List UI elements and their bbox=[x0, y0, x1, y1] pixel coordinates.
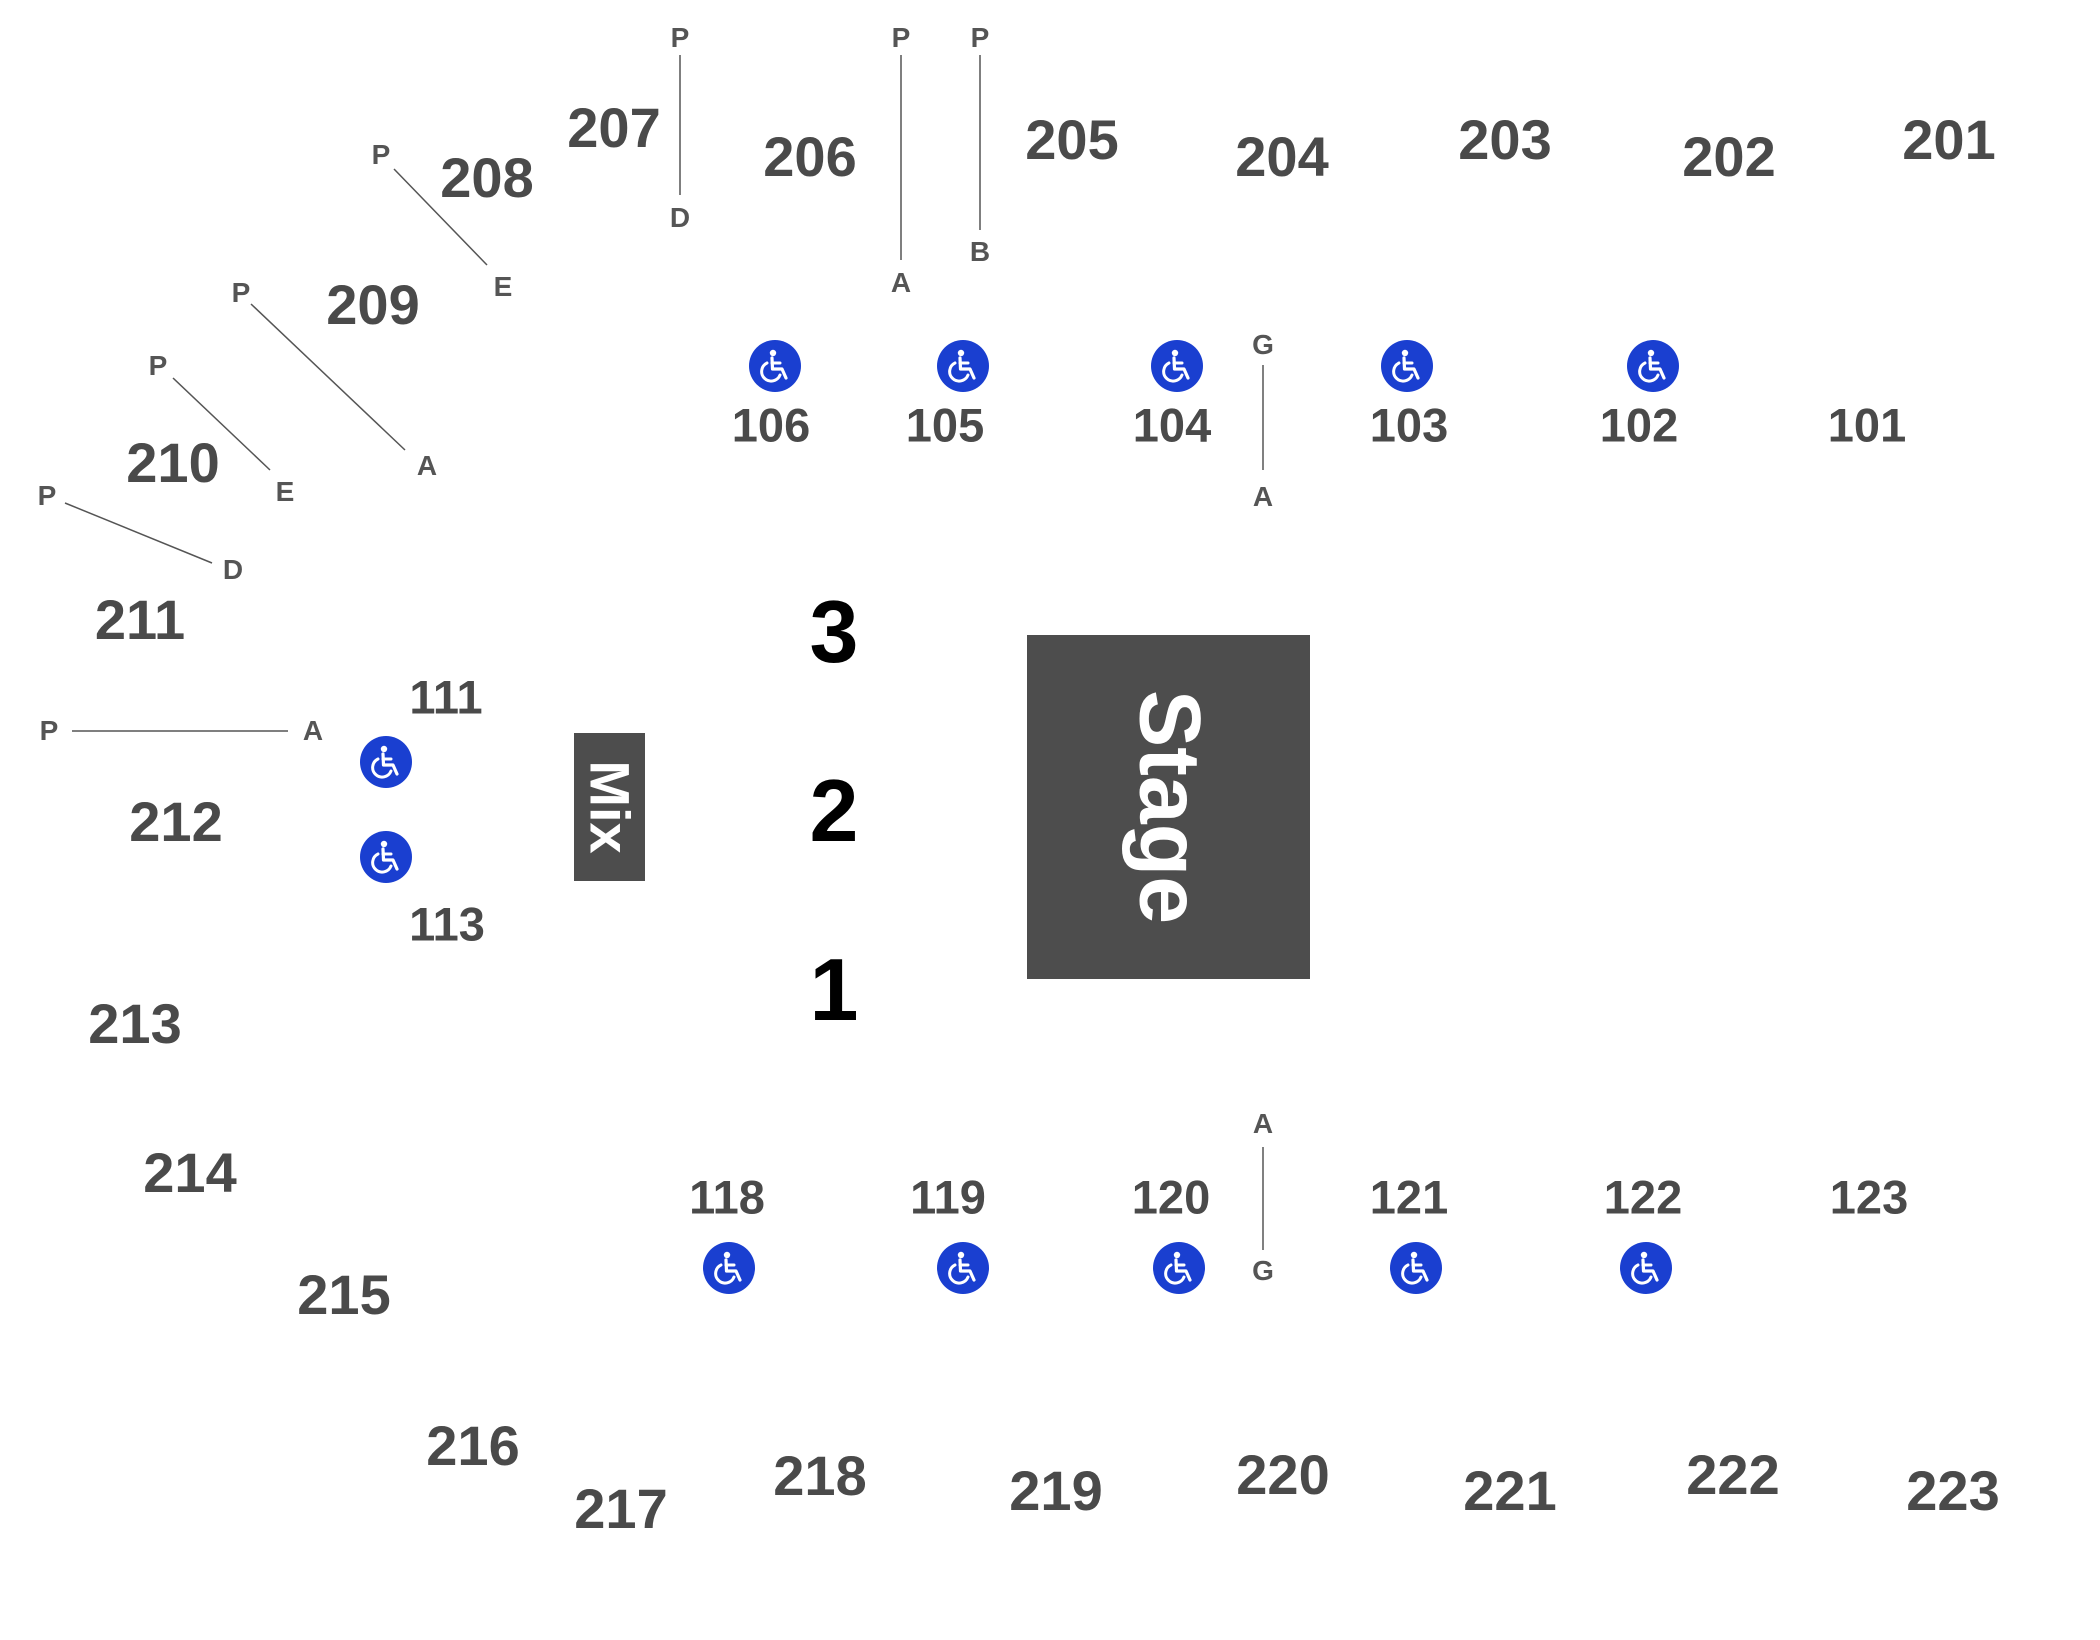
row-label-e: E bbox=[493, 271, 513, 302]
wheelchair-icon[interactable] bbox=[703, 1242, 755, 1294]
row-label-p: P bbox=[37, 480, 57, 511]
wheelchair-icon[interactable] bbox=[937, 1242, 989, 1294]
row-label-d: D bbox=[222, 554, 244, 585]
floor-zone-2[interactable]: 2 bbox=[809, 761, 859, 860]
section-206[interactable]: 206 bbox=[763, 125, 857, 188]
row-label-p: P bbox=[970, 22, 990, 53]
stage-label: Stage bbox=[1121, 689, 1217, 925]
wheelchair-icon[interactable] bbox=[749, 340, 801, 392]
section-101[interactable]: 101 bbox=[1827, 398, 1907, 452]
section-120[interactable]: 120 bbox=[1131, 1170, 1211, 1224]
wheelchair-icon[interactable] bbox=[1627, 340, 1679, 392]
section-121[interactable]: 121 bbox=[1369, 1170, 1449, 1224]
section-105[interactable]: 105 bbox=[905, 398, 985, 452]
floor-zone-1[interactable]: 1 bbox=[809, 940, 859, 1039]
wheelchair-icon[interactable] bbox=[360, 831, 412, 883]
section-212[interactable]: 212 bbox=[129, 790, 223, 853]
section-213[interactable]: 213 bbox=[88, 992, 182, 1055]
row-label-p: P bbox=[231, 277, 251, 308]
section-208[interactable]: 208 bbox=[440, 146, 534, 209]
row-label-p: P bbox=[371, 139, 391, 170]
section-123[interactable]: 123 bbox=[1829, 1170, 1909, 1224]
section-221[interactable]: 221 bbox=[1463, 1459, 1557, 1522]
section-215[interactable]: 215 bbox=[297, 1263, 391, 1326]
wheelchair-icon[interactable] bbox=[1381, 340, 1433, 392]
section-118[interactable]: 118 bbox=[689, 1170, 765, 1224]
section-204[interactable]: 204 bbox=[1235, 125, 1329, 188]
section-223[interactable]: 223 bbox=[1906, 1459, 2000, 1522]
stage: Stage bbox=[1027, 635, 1310, 979]
row-label-a: A bbox=[302, 715, 324, 746]
row-label-b: B bbox=[969, 236, 991, 267]
row-label-a: A bbox=[890, 267, 912, 298]
section-218[interactable]: 218 bbox=[773, 1444, 867, 1507]
row-label-a: A bbox=[416, 450, 438, 481]
section-214[interactable]: 214 bbox=[143, 1141, 237, 1204]
row-label-d: D bbox=[669, 202, 691, 233]
wheelchair-icon[interactable] bbox=[937, 340, 989, 392]
section-209[interactable]: 209 bbox=[326, 273, 420, 336]
section-102[interactable]: 102 bbox=[1599, 398, 1679, 452]
row-label-p: P bbox=[891, 22, 911, 53]
row-label-e: E bbox=[275, 476, 295, 507]
section-220[interactable]: 220 bbox=[1236, 1443, 1330, 1506]
section-210[interactable]: 210 bbox=[126, 431, 220, 494]
section-106[interactable]: 106 bbox=[731, 398, 811, 452]
section-113[interactable]: 113 bbox=[409, 897, 485, 951]
section-202[interactable]: 202 bbox=[1682, 125, 1776, 188]
mix-booth: Mix bbox=[574, 733, 645, 881]
section-207[interactable]: 207 bbox=[567, 96, 661, 159]
section-103[interactable]: 103 bbox=[1369, 398, 1449, 452]
row-label-p: P bbox=[148, 350, 168, 381]
wheelchair-icon[interactable] bbox=[1153, 1242, 1205, 1294]
section-104[interactable]: 104 bbox=[1132, 398, 1212, 452]
section-216[interactable]: 216 bbox=[426, 1414, 520, 1477]
row-label-a: A bbox=[1252, 481, 1274, 512]
wheelchair-icon[interactable] bbox=[1620, 1242, 1672, 1294]
mix-label: Mix bbox=[578, 760, 641, 854]
section-222[interactable]: 222 bbox=[1686, 1443, 1780, 1506]
wheelchair-icon[interactable] bbox=[1151, 340, 1203, 392]
section-203[interactable]: 203 bbox=[1458, 108, 1552, 171]
wheelchair-icon[interactable] bbox=[360, 736, 412, 788]
section-122[interactable]: 122 bbox=[1603, 1170, 1683, 1224]
row-label-g: G bbox=[1252, 329, 1274, 360]
row-label-p: P bbox=[670, 22, 690, 53]
section-119[interactable]: 119 bbox=[910, 1170, 986, 1224]
row-label-p: P bbox=[39, 715, 59, 746]
section-211[interactable]: 211 bbox=[94, 588, 186, 651]
section-111[interactable]: 111 bbox=[409, 670, 483, 724]
section-205[interactable]: 205 bbox=[1025, 108, 1119, 171]
section-201[interactable]: 201 bbox=[1902, 108, 1996, 171]
section-219[interactable]: 219 bbox=[1009, 1459, 1103, 1522]
wheelchair-icon[interactable] bbox=[1390, 1242, 1442, 1294]
row-label-a: A bbox=[1252, 1108, 1274, 1139]
floor-zone-3[interactable]: 3 bbox=[809, 582, 859, 681]
section-217[interactable]: 217 bbox=[574, 1477, 668, 1540]
row-label-g: G bbox=[1252, 1255, 1274, 1286]
